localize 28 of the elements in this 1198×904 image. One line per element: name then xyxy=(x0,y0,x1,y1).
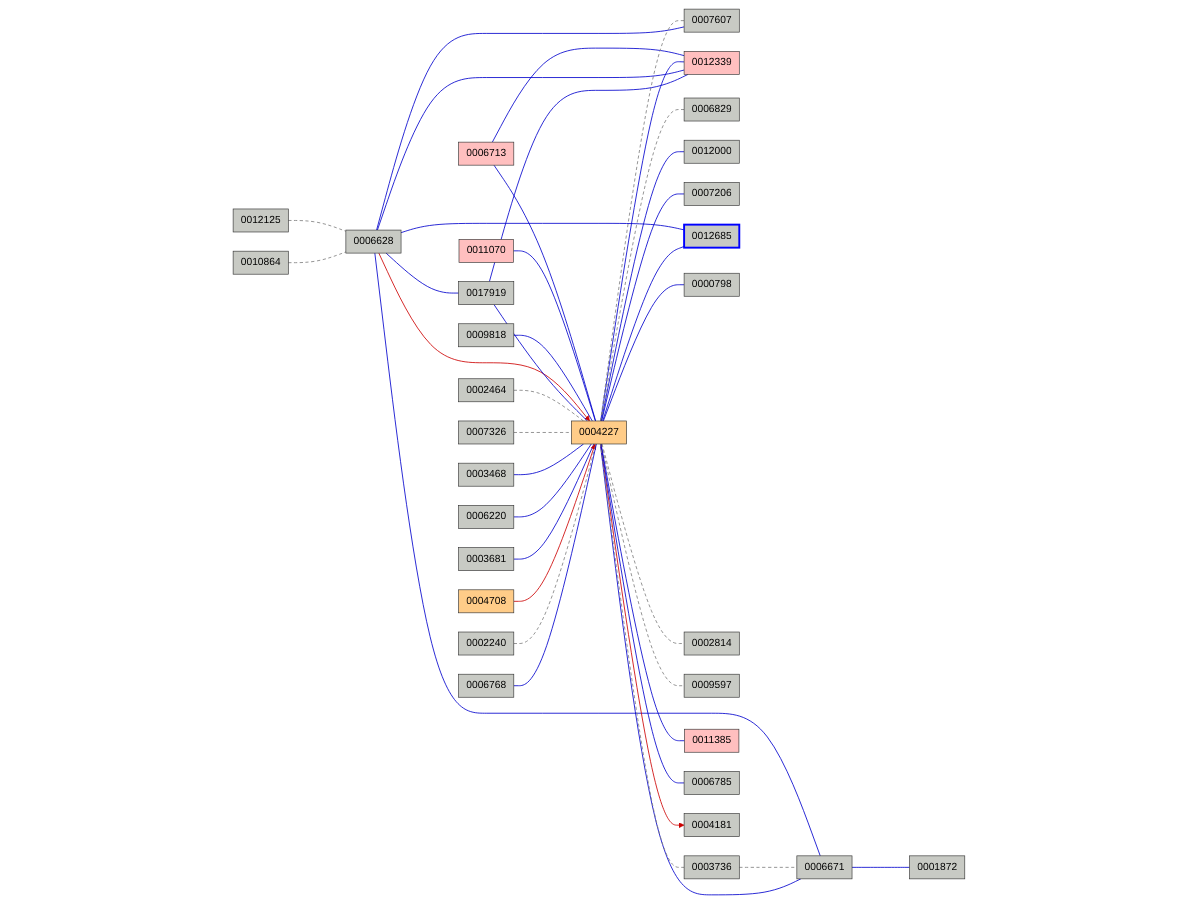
connector xyxy=(287,251,347,264)
connector xyxy=(599,443,802,896)
connector xyxy=(513,443,597,687)
connector xyxy=(376,26,685,231)
connector xyxy=(400,222,685,234)
connector xyxy=(513,443,585,476)
connector xyxy=(738,866,798,868)
connector xyxy=(493,304,588,422)
connector xyxy=(513,250,596,422)
connector xyxy=(489,73,689,282)
connector xyxy=(374,252,821,857)
connector xyxy=(601,443,685,644)
connector xyxy=(601,193,685,422)
connector xyxy=(491,47,685,143)
connector xyxy=(513,443,597,644)
connector xyxy=(493,164,597,422)
connector xyxy=(287,220,347,232)
connector xyxy=(377,69,685,231)
connector xyxy=(513,443,595,560)
connector xyxy=(602,284,685,422)
connector xyxy=(513,432,572,433)
connector xyxy=(602,246,685,422)
connector xyxy=(851,866,911,868)
connector xyxy=(513,334,593,422)
connector xyxy=(513,389,585,422)
connector xyxy=(513,443,592,518)
connector xyxy=(385,252,460,294)
connector xyxy=(601,443,685,687)
